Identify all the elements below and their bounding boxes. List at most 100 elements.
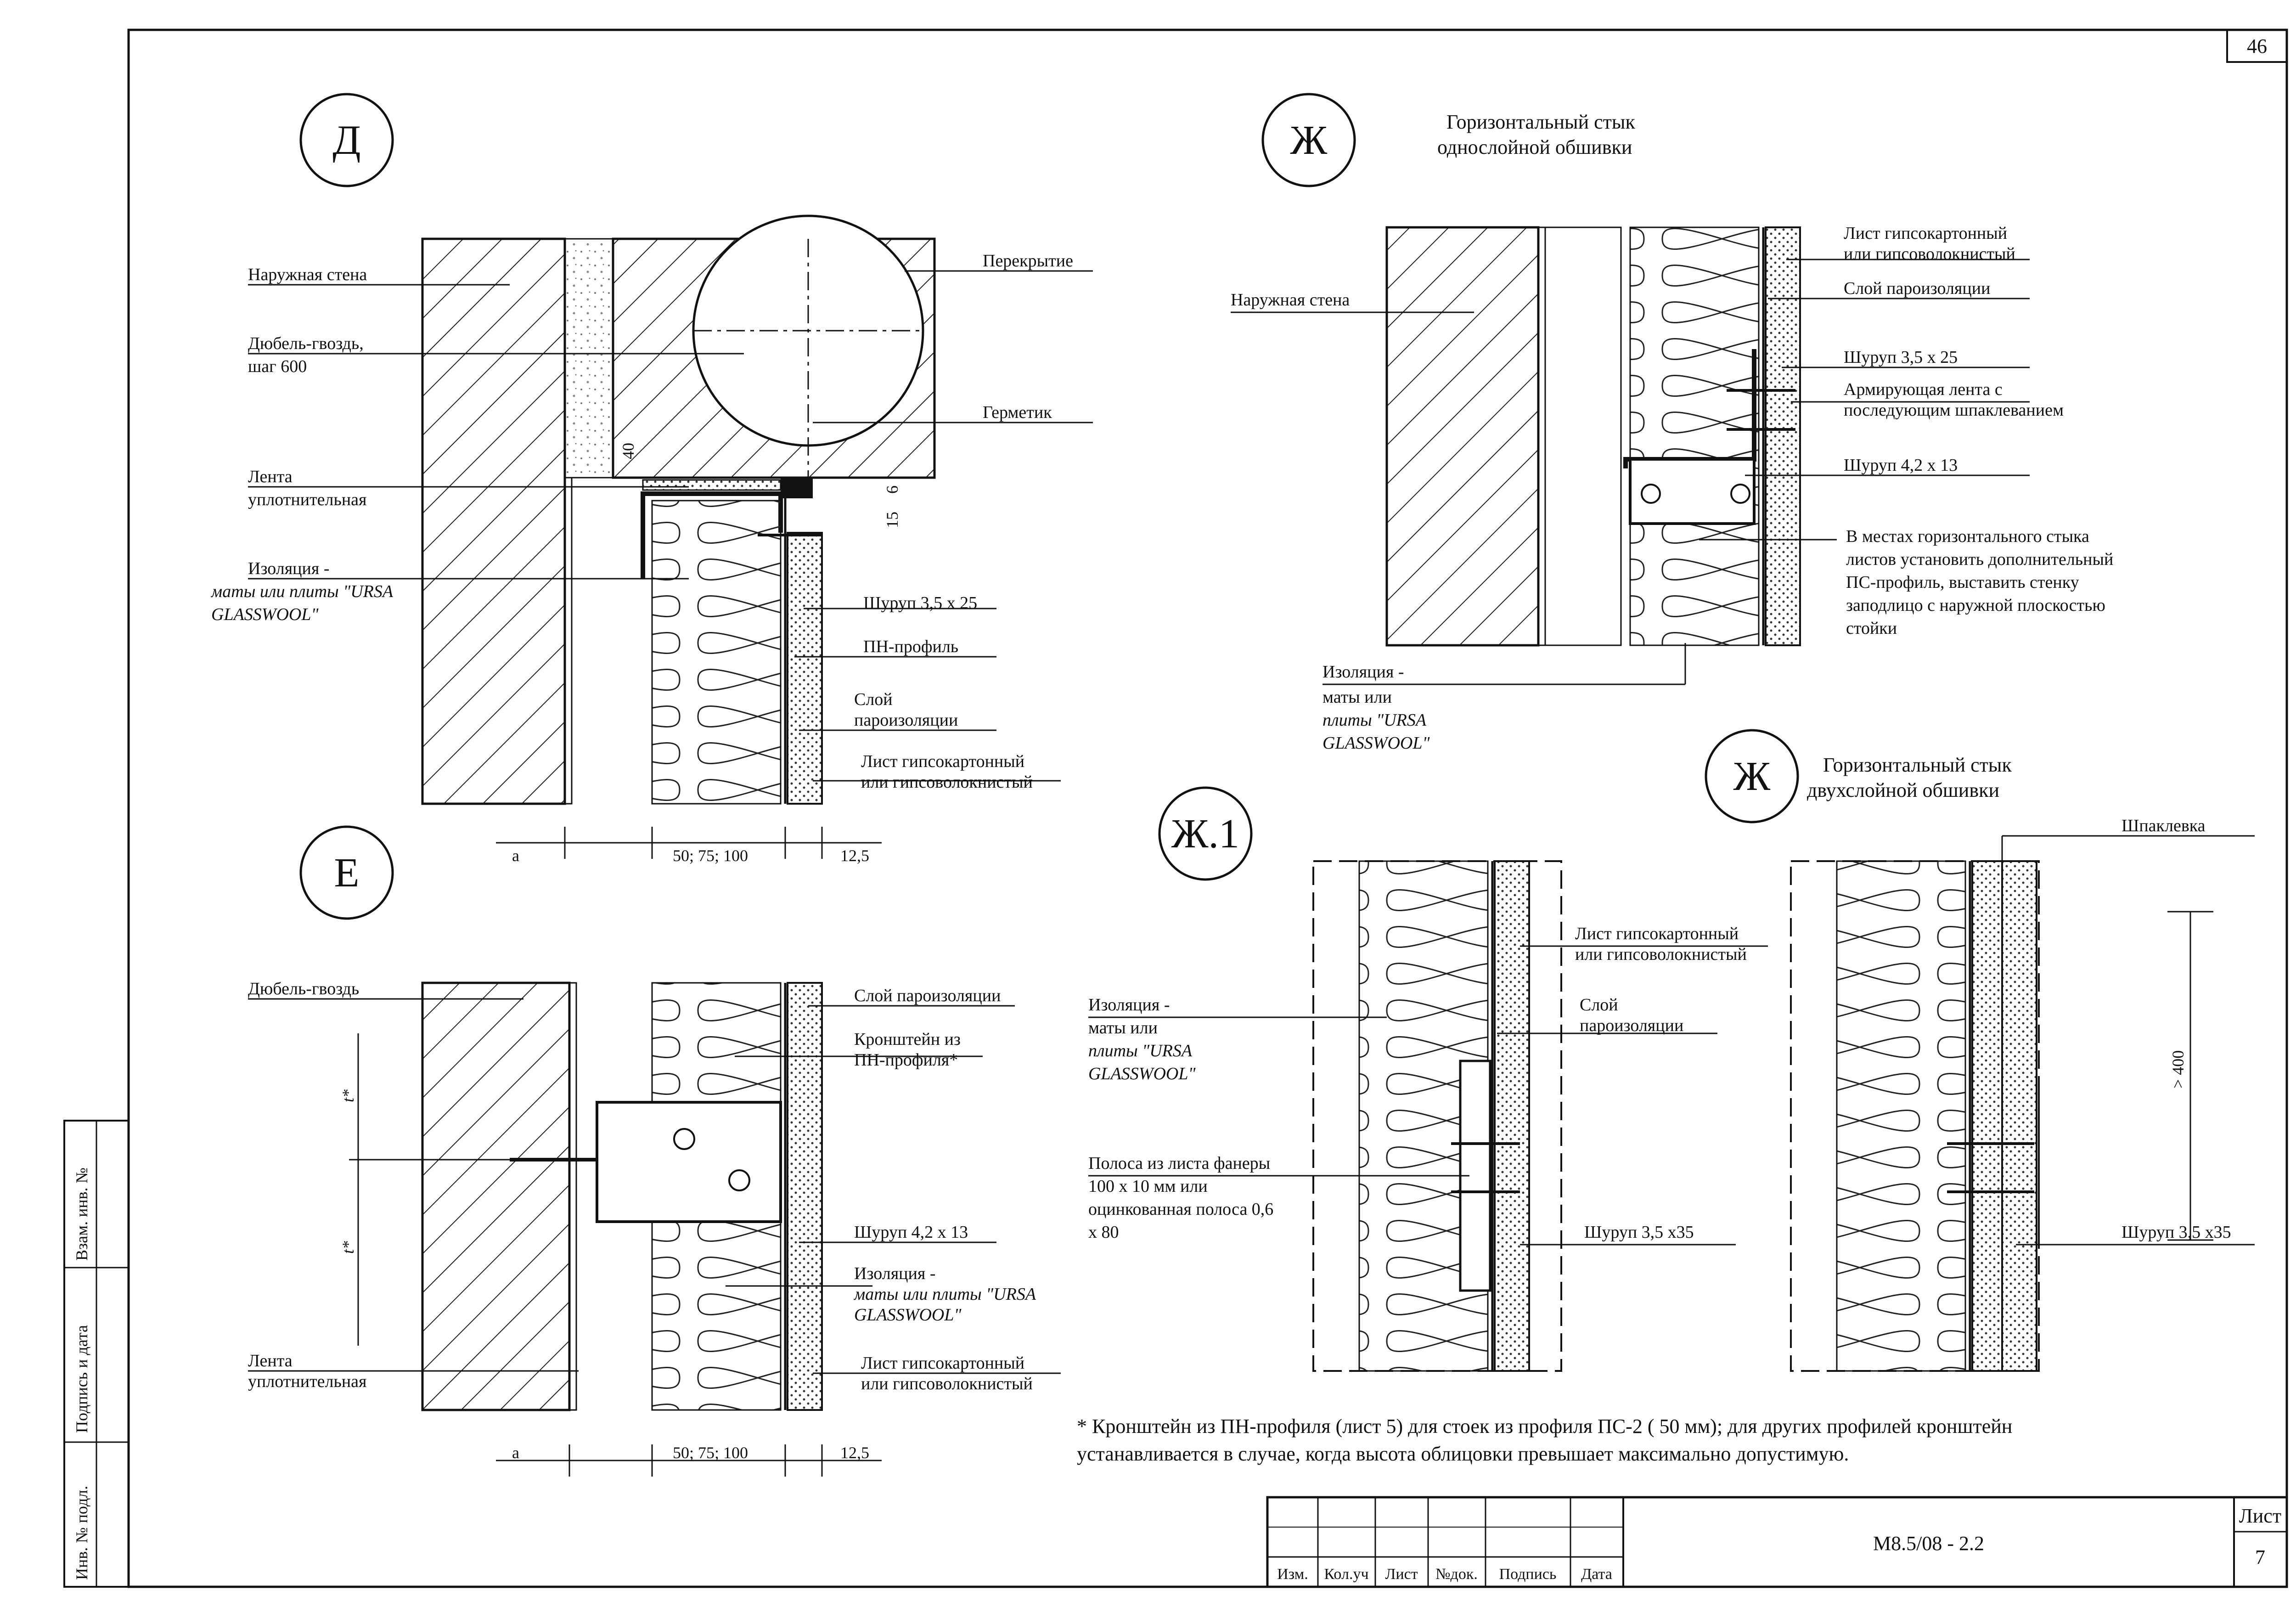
e-dim-mid: 50; 75; 100 (673, 1444, 748, 1462)
e-label-tape2: уплотнительная (248, 1372, 367, 1391)
detail-zh: Ж Горизонтальный стык однослойной обшивк… (1231, 93, 2113, 753)
e-label-ins3: GLASSWOOL" (854, 1305, 962, 1325)
zh-extra-profile (1629, 458, 1756, 525)
detail-zh-title1: Горизонтальный стык (1446, 111, 1635, 133)
e-label-ins1: Изоляция - (854, 1264, 935, 1283)
d-label-tape1: Лента (248, 467, 293, 486)
list-label: Лист (2239, 1505, 2281, 1527)
e-label-vapor: Слой пароизоляции (854, 986, 1001, 1005)
zh-label-vapor: Слой пароизоляции (1844, 279, 1990, 298)
d-label-outer-wall: Наружная стена (248, 265, 367, 284)
zh1-board (1494, 860, 1530, 1372)
d-dim-a: а (512, 846, 519, 865)
side-stamp-replace: Взам. инв. № (73, 1167, 91, 1261)
zh1-label-board1: Лист гипсокартонный (1575, 924, 1739, 943)
zh1-label-strip3: оцинкованная полоса 0,6 (1088, 1200, 1273, 1219)
tb-col-list: Лист (1385, 1566, 1418, 1583)
e-label-bracket2: ПН-профиля* (854, 1050, 958, 1070)
doc-code: М8.5/08 - 2.2 (1873, 1532, 1984, 1555)
d-label-dowel1: Дюбель-гвоздь, (248, 334, 364, 353)
zh1-label-board2: или гипсоволокнистый (1575, 945, 1747, 964)
d-insulation (651, 500, 782, 805)
e-dim-right: 12,5 (840, 1444, 869, 1462)
d-dim-mid: 50; 75; 100 (673, 846, 748, 865)
d-label-board2: или гипсоволокнистый (861, 773, 1033, 792)
side-stamp-sign-date: Подпись и дата (73, 1325, 91, 1433)
d-label-sealant: Герметик (983, 403, 1052, 422)
zh2-insulation (1836, 860, 1966, 1372)
zh-label-note5: стойки (1846, 619, 1897, 638)
e-label-ins2: маты или плиты "URSA (853, 1285, 1036, 1304)
d-plaster (564, 238, 614, 479)
d-sealant (781, 478, 813, 498)
e-label-dowel: Дюбель-гвоздь (248, 979, 359, 998)
page-number: 46 (2247, 35, 2267, 57)
side-stamp-inv: Инв. № подл. (73, 1486, 91, 1580)
sheet-frame: 46 (127, 28, 2288, 1588)
zh-label-note3: ПС-профиль, выставить стенку (1846, 573, 2079, 592)
detail-zh-marker-circle (1261, 93, 1356, 187)
zh-outer-wall (1385, 226, 1540, 647)
e-board (787, 982, 823, 1411)
zh-label-ins4: GLASSWOOL" (1322, 733, 1430, 753)
zh1-label-ins1: Изоляция - (1088, 995, 1170, 1015)
zh2-dim-spacing: > 400 (2169, 1050, 2187, 1088)
zh-label-screw1: Шуруп 3,5 х 25 (1844, 348, 1958, 367)
detail-d-marker-circle (299, 93, 394, 187)
detail-zh-marker: Ж (1290, 118, 1328, 163)
d-label-ins3: GLASSWOOL" (211, 605, 319, 624)
d-dim-right: 12,5 (840, 846, 869, 865)
tb-col-izm: Изм. (1277, 1566, 1308, 1583)
zh2-board-inner (1971, 860, 2003, 1372)
tb-col-kol: Кол.уч (1324, 1566, 1368, 1583)
detail-zh1-marker-circle (1158, 786, 1253, 881)
detail-d-marker: Д (332, 118, 360, 163)
e-dim-a: а (512, 1444, 519, 1462)
detail-zh1: Ж.1 Лист гипсокартонный или гипсоволокни… (1088, 786, 1768, 1372)
detail-e: Е t* t* а 50; 75; 100 12,5 Дюбель-гвоздь… (248, 825, 1061, 1477)
title-block: Изм. Кол.уч Лист №док. Подпись Дата М8.5… (1266, 1496, 2288, 1588)
zh-label-board1: Лист гипсокартонный (1844, 224, 2007, 243)
e-dim-t1: t* (339, 1089, 357, 1102)
d-label-ins2: маты или плиты "URSA (210, 582, 394, 601)
zh1-label-strip2: 100 х 10 мм или (1088, 1177, 1208, 1196)
zh-label-note2: листов установить дополнительный (1846, 550, 2113, 569)
zh-label-tape1: Армирующая лента с (1844, 380, 2003, 399)
d-board (787, 532, 823, 805)
d-label-vapor1: Слой (854, 690, 893, 709)
e-label-board1: Лист гипсокартонный (861, 1353, 1024, 1373)
e-outer-wall (421, 981, 571, 1411)
d-label-ins1: Изоляция - (248, 559, 329, 578)
tb-col-doc: №док. (1435, 1566, 1478, 1583)
detail-d: Д а 50; 75; 100 12,5 40 15 6 (210, 93, 1093, 865)
zh1-label-ins3: плиты "URSA (1088, 1041, 1193, 1060)
zh-label-note1: В местах горизонтального стыка (1846, 527, 2089, 546)
d-label-tape2: уплотнительная (248, 490, 367, 509)
d-label-pn: ПН-профиль (863, 637, 958, 656)
zh-label-screw2: Шуруп 4,2 х 13 (1844, 456, 1958, 475)
detail-zh2-marker-circle (1705, 729, 1799, 823)
detail-zh-title2: однослойной обшивки (1437, 136, 1632, 158)
zh1-label-strip4: х 80 (1088, 1223, 1119, 1242)
d-label-vapor2: пароизоляции (854, 710, 958, 730)
d-dim-15: 15 (883, 512, 901, 528)
zh1-label-screw: Шуруп 3,5 х35 (1584, 1223, 1694, 1242)
footnote: * Кронштейн из ПН-профиля (лист 5) для с… (1077, 1415, 2012, 1465)
d-label-slab: Перекрытие (983, 251, 1073, 271)
detail-zh2-marker: Ж (1733, 754, 1771, 799)
detail-zh2-title1: Горизонтальный стык (1823, 754, 2012, 776)
zh-label-outer-wall: Наружная стена (1231, 290, 1350, 310)
zh2-label-putty: Шпаклевка (2122, 816, 2206, 835)
zh-label-ins3: плиты "URSA (1322, 710, 1427, 730)
zh-label-ins2: маты или (1322, 688, 1392, 707)
zh-label-note4: заподлицо с наружной плоскостью (1846, 596, 2105, 615)
e-label-screw: Шуруп 4,2 х 13 (854, 1223, 968, 1242)
zh-board (1765, 226, 1801, 646)
list-number: 7 (2255, 1546, 2265, 1568)
d-label-board1: Лист гипсокартонный (861, 752, 1024, 771)
d-outer-wall (421, 237, 566, 805)
e-bracket (596, 1101, 782, 1223)
zh2-board-outer (2001, 860, 2037, 1372)
zh-label-ins1: Изоляция - (1322, 662, 1404, 682)
